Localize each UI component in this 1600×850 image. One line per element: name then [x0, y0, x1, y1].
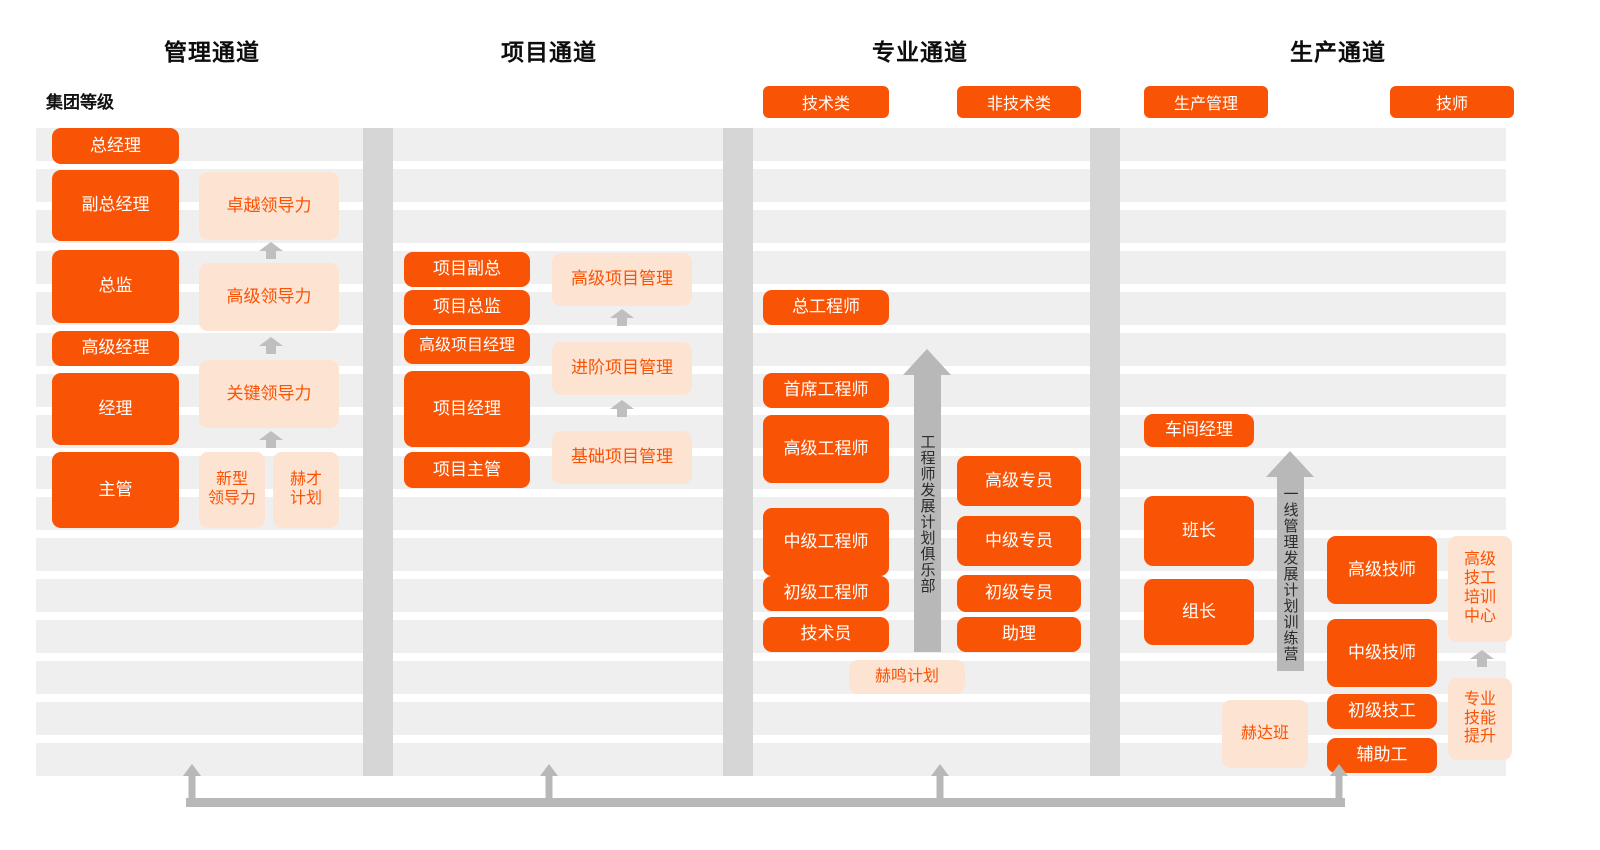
program-box[interactable]: 赫才 计划 — [273, 452, 339, 528]
program-box[interactable]: 高级项目管理 — [552, 253, 692, 306]
category-pill-3[interactable]: 生产管理 — [1144, 86, 1268, 118]
position-box[interactable]: 车间经理 — [1144, 414, 1254, 447]
frontline-management-arrow: 一线管理发展计划训练营 — [1266, 451, 1314, 671]
up-arrow-icon — [610, 400, 634, 417]
position-box[interactable]: 项目总监 — [404, 290, 530, 325]
category-pill-4[interactable]: 技师 — [1390, 86, 1514, 118]
channel-title-1: 管理通道 — [164, 39, 260, 65]
arrow-label: 一线管理发展计划训练营 — [1281, 486, 1299, 662]
program-box[interactable]: 新型 领导力 — [199, 452, 265, 528]
up-arrow-icon — [259, 242, 283, 259]
position-box[interactable]: 辅助工 — [1327, 738, 1437, 773]
position-box[interactable]: 项目副总 — [404, 252, 530, 287]
channel-separator — [363, 128, 393, 776]
position-box[interactable]: 助理 — [957, 617, 1081, 652]
channel-separator — [1090, 128, 1120, 776]
position-box[interactable]: 组长 — [1144, 579, 1254, 645]
up-arrow-icon — [1470, 650, 1494, 667]
position-box[interactable]: 总监 — [52, 250, 179, 323]
position-box[interactable]: 高级专员 — [957, 456, 1081, 506]
position-box[interactable]: 班长 — [1144, 496, 1254, 566]
position-box[interactable]: 高级经理 — [52, 331, 179, 366]
grade-row-band — [36, 128, 1506, 161]
connector-arrow-stem — [188, 774, 196, 800]
position-box[interactable]: 技术员 — [763, 617, 889, 652]
arrow-label: 工程师发展计划俱乐部 — [918, 433, 936, 594]
program-box[interactable]: 赫达班 — [1222, 700, 1308, 768]
connector-arrow-stem — [545, 774, 553, 800]
engineer-development-arrow: 工程师发展计划俱乐部 — [903, 349, 951, 652]
position-box[interactable]: 中级技师 — [1327, 619, 1437, 687]
program-box[interactable]: 专业 技能 提升 — [1448, 678, 1512, 760]
channel-title-3: 专业通道 — [872, 39, 968, 65]
program-box[interactable]: 关键领导力 — [199, 360, 339, 428]
up-arrow-icon — [259, 337, 283, 354]
position-box[interactable]: 首席工程师 — [763, 373, 889, 408]
program-box[interactable]: 赫鸣计划 — [849, 660, 965, 694]
position-box[interactable]: 中级专员 — [957, 516, 1081, 566]
bottom-connector-bar — [186, 798, 1345, 807]
channel-title-2: 项目通道 — [501, 39, 597, 65]
up-arrow-icon — [259, 431, 283, 448]
program-box[interactable]: 卓越领导力 — [199, 172, 339, 240]
position-box[interactable]: 项目经理 — [404, 371, 530, 447]
position-box[interactable]: 高级项目经理 — [404, 329, 530, 364]
position-box[interactable]: 初级工程师 — [763, 576, 889, 611]
program-box[interactable]: 基础项目管理 — [552, 431, 692, 484]
position-box[interactable]: 主管 — [52, 452, 179, 528]
position-box[interactable]: 高级工程师 — [763, 415, 889, 483]
position-box[interactable]: 初级专员 — [957, 575, 1081, 612]
program-box[interactable]: 高级 技工 培训 中心 — [1448, 536, 1512, 642]
channel-title-4: 生产通道 — [1290, 39, 1386, 65]
up-arrow-icon — [610, 309, 634, 326]
grade-row-band — [36, 661, 1506, 694]
position-box[interactable]: 中级工程师 — [763, 508, 889, 576]
category-pill-2[interactable]: 非技术类 — [957, 86, 1081, 118]
program-box[interactable]: 进阶项目管理 — [552, 342, 692, 395]
grade-label: 集团等级 — [46, 93, 114, 112]
position-box[interactable]: 高级技师 — [1327, 536, 1437, 604]
position-box[interactable]: 经理 — [52, 373, 179, 445]
connector-arrow-stem — [936, 774, 944, 800]
connector-arrow-stem — [1335, 774, 1343, 800]
position-box[interactable]: 副总经理 — [52, 170, 179, 241]
category-pill-1[interactable]: 技术类 — [763, 86, 889, 118]
position-box[interactable]: 项目主管 — [404, 452, 530, 488]
position-box[interactable]: 总工程师 — [763, 290, 889, 325]
channel-separator — [723, 128, 753, 776]
program-box[interactable]: 高级领导力 — [199, 263, 339, 331]
position-box[interactable]: 总经理 — [52, 128, 179, 164]
position-box[interactable]: 初级技工 — [1327, 694, 1437, 729]
